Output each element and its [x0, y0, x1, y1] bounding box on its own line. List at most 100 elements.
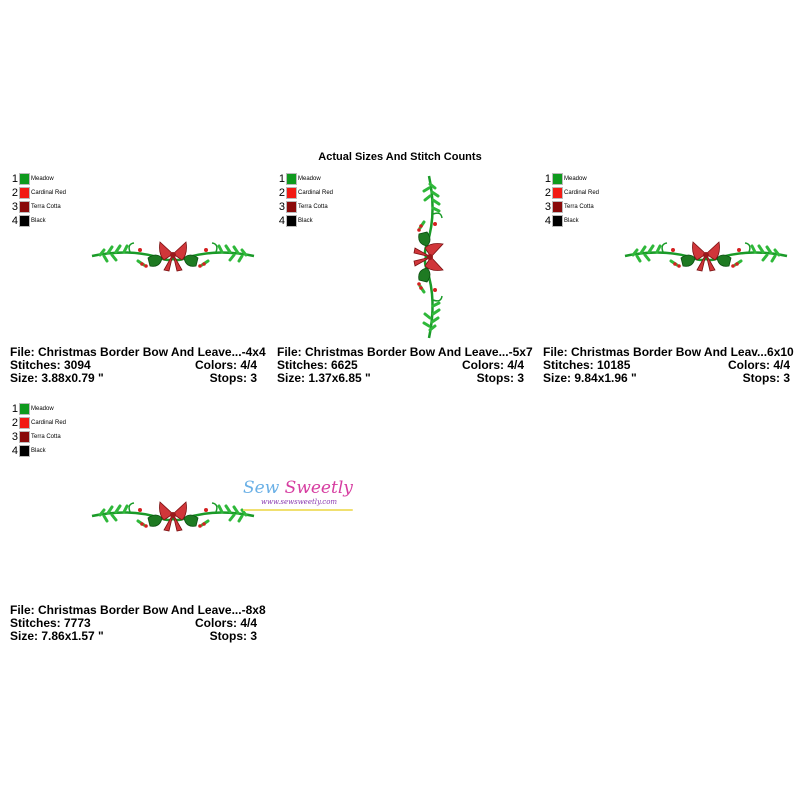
design-size: Size: 7.86x1.57 ": [10, 629, 104, 643]
design-preview-4x4: [90, 240, 256, 273]
color-number: 4: [11, 445, 18, 457]
color-count: Colors: 4/4: [194, 358, 257, 372]
color-number: 4: [278, 215, 285, 227]
design-info: File: Christmas Border Bow And Leave...-…: [10, 604, 266, 643]
color-name: Black: [31, 448, 46, 454]
file-name: File: Christmas Border Bow And Leave...-…: [277, 345, 533, 359]
logo-url: www.sewsweetly.com: [261, 498, 338, 506]
stop-count: Stops: 3: [476, 371, 524, 385]
color-number: 1: [11, 173, 18, 185]
stitch-count: Stitches: 6625: [277, 358, 358, 372]
sewsweetly-watermark-logo: Sew Sweetly www.sewsweetly.com: [243, 478, 353, 523]
design-size: Size: 1.37x6.85 ": [277, 371, 371, 385]
color-number: 1: [278, 173, 285, 185]
legend-row: 1 Meadow: [543, 172, 599, 186]
color-swatch: [286, 187, 297, 199]
color-legend: 1 Meadow 2 Cardinal Red 3 Terra Cotta 4 …: [543, 172, 599, 228]
color-swatch: [19, 187, 30, 199]
legend-row: 2 Cardinal Red: [543, 186, 599, 200]
file-name: File: Christmas Border Bow And Leave...-…: [10, 603, 266, 617]
design-preview-8x8: [90, 500, 256, 533]
color-swatch: [286, 215, 297, 227]
color-number: 1: [11, 403, 18, 415]
color-swatch: [19, 173, 30, 185]
color-name: Meadow: [298, 176, 321, 182]
color-swatch: [552, 187, 563, 199]
legend-row: 2 Cardinal Red: [10, 186, 66, 200]
file-name: File: Christmas Border Bow And Leave...-…: [10, 345, 266, 359]
legend-row: 4 Black: [277, 214, 333, 228]
stitch-count: Stitches: 10185: [543, 358, 631, 372]
legend-row: 3 Terra Cotta: [543, 200, 599, 214]
color-swatch: [19, 403, 30, 415]
color-name: Terra Cotta: [31, 434, 61, 440]
legend-row: 2 Cardinal Red: [10, 416, 66, 430]
legend-row: 4 Black: [543, 214, 599, 228]
color-swatch: [19, 445, 30, 457]
design-size: Size: 9.84x1.96 ": [543, 371, 637, 385]
color-swatch: [286, 201, 297, 213]
legend-row: 4 Black: [10, 214, 66, 228]
color-name: Terra Cotta: [298, 204, 328, 210]
sheet-title: Actual Sizes And Stitch Counts: [318, 151, 482, 163]
color-name: Terra Cotta: [31, 204, 61, 210]
stop-count: Stops: 3: [742, 371, 790, 385]
file-name: File: Christmas Border Bow And Leav...6x…: [543, 345, 794, 359]
design-info: File: Christmas Border Bow And Leav...6x…: [543, 346, 794, 385]
color-count: Colors: 4/4: [194, 616, 257, 630]
color-name: Meadow: [31, 406, 54, 412]
color-number: 4: [544, 215, 551, 227]
design-size: Size: 3.88x0.79 ": [10, 371, 104, 385]
design-info: File: Christmas Border Bow And Leave...-…: [277, 346, 533, 385]
design-info: File: Christmas Border Bow And Leave...-…: [10, 346, 266, 385]
color-swatch: [552, 215, 563, 227]
color-swatch: [19, 431, 30, 443]
legend-row: 4 Black: [10, 444, 66, 458]
color-swatch: [286, 173, 297, 185]
color-number: 2: [11, 187, 18, 199]
color-legend: 1 Meadow 2 Cardinal Red 3 Terra Cotta 4 …: [10, 402, 66, 458]
color-legend: 1 Meadow 2 Cardinal Red 3 Terra Cotta 4 …: [10, 172, 66, 228]
color-number: 2: [11, 417, 18, 429]
color-name: Black: [564, 218, 579, 224]
color-number: 3: [11, 201, 18, 213]
color-count: Colors: 4/4: [727, 358, 790, 372]
color-swatch: [19, 201, 30, 213]
legend-row: 1 Meadow: [10, 402, 66, 416]
legend-row: 1 Meadow: [10, 172, 66, 186]
legend-row: 3 Terra Cotta: [277, 200, 333, 214]
stop-count: Stops: 3: [209, 629, 257, 643]
color-name: Cardinal Red: [298, 190, 334, 196]
color-count: Colors: 4/4: [461, 358, 524, 372]
stitch-count: Stitches: 3094: [10, 358, 91, 372]
stop-count: Stops: 3: [209, 371, 257, 385]
design-preview-6x10: [623, 240, 789, 273]
color-number: 1: [544, 173, 551, 185]
legend-row: 3 Terra Cotta: [10, 430, 66, 444]
legend-row: 2 Cardinal Red: [277, 186, 333, 200]
color-number: 2: [544, 187, 551, 199]
color-number: 2: [278, 187, 285, 199]
color-swatch: [19, 215, 30, 227]
color-legend: 1 Meadow 2 Cardinal Red 3 Terra Cotta 4 …: [277, 172, 333, 228]
color-name: Cardinal Red: [31, 420, 67, 426]
color-name: Cardinal Red: [31, 190, 67, 196]
color-name: Terra Cotta: [564, 204, 594, 210]
color-swatch: [19, 417, 30, 429]
color-name: Black: [31, 218, 46, 224]
logo-text: Sew: [243, 478, 280, 498]
color-number: 4: [11, 215, 18, 227]
legend-row: 1 Meadow: [277, 172, 333, 186]
color-number: 3: [11, 431, 18, 443]
color-swatch: [552, 173, 563, 185]
color-name: Black: [298, 218, 313, 224]
logo-text: Sweetly: [284, 478, 353, 498]
color-name: Meadow: [564, 176, 587, 182]
stitch-count: Stitches: 7773: [10, 616, 91, 630]
color-number: 3: [544, 201, 551, 213]
color-number: 3: [278, 201, 285, 213]
color-name: Cardinal Red: [564, 190, 600, 196]
legend-row: 3 Terra Cotta: [10, 200, 66, 214]
color-swatch: [552, 201, 563, 213]
